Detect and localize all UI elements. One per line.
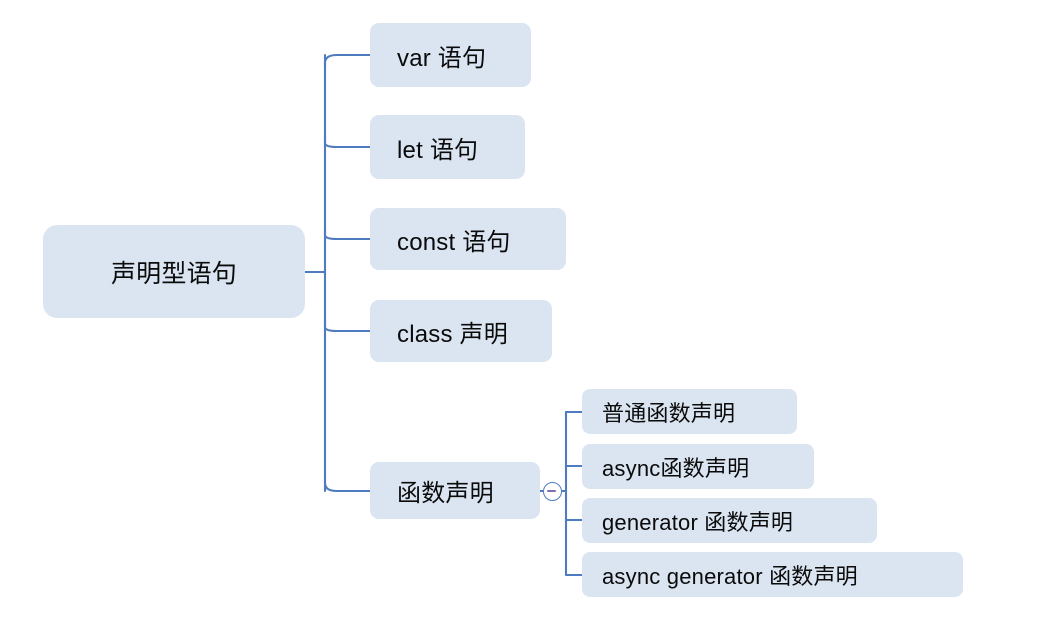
leaf-node-label: async函数声明 (602, 455, 750, 481)
leaf-node-generator-function[interactable]: generator 函数声明 (582, 498, 877, 543)
branch-node-label: var 语句 (397, 44, 487, 72)
branch-node-label: 函数声明 (397, 480, 494, 507)
edge-to-class (323, 317, 372, 333)
edge-to-func (323, 477, 372, 493)
leaf-node-async-function[interactable]: async函数声明 (582, 444, 814, 489)
branch-node-label: const 语句 (397, 228, 511, 256)
root-node-label: 声明型语句 (110, 259, 237, 288)
branch-node-var[interactable]: var 语句 (370, 23, 531, 87)
branch-node-function[interactable]: 函数声明 (370, 462, 540, 519)
branch-node-const[interactable]: const 语句 (370, 208, 566, 270)
collapse-toggle-minus-icon[interactable] (543, 482, 562, 501)
edge-to-var (323, 53, 372, 69)
edge-to-let (323, 133, 372, 149)
leaf-node-async-generator-function[interactable]: async generator 函数声明 (582, 552, 963, 597)
leaf-node-label: generator 函数声明 (602, 509, 794, 535)
branch-node-label: class 声明 (397, 320, 508, 348)
root-node[interactable]: 声明型语句 (43, 225, 305, 318)
leaf-node-label: async generator 函数声明 (602, 563, 858, 589)
branch-node-class[interactable]: class 声明 (370, 300, 552, 362)
branch-node-label: let 语句 (397, 136, 479, 164)
leaf-node-label: 普通函数声明 (602, 400, 736, 426)
branch-node-let[interactable]: let 语句 (370, 115, 525, 179)
leaf-node-plain-function[interactable]: 普通函数声明 (582, 389, 797, 434)
edge-to-const (323, 225, 372, 241)
